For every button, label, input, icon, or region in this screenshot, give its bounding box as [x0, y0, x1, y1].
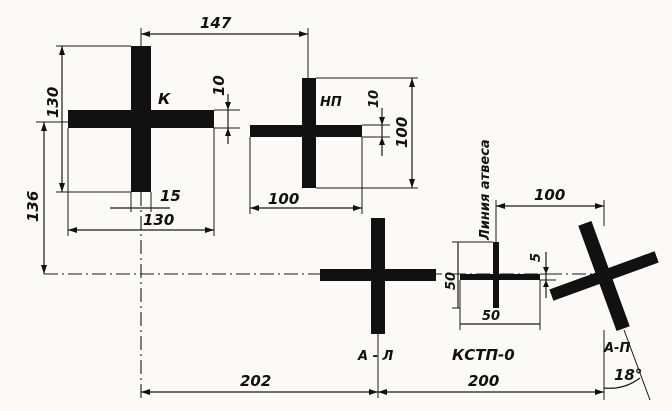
cross-np-horizontal-bar — [250, 125, 362, 137]
dim-bottom-right-label: 200 — [468, 372, 499, 390]
dim-kstp-thick-label: 5 — [529, 253, 544, 262]
cross-k-label: К — [158, 90, 171, 108]
dim-kstp-width-top-label: 100 — [534, 186, 565, 204]
cross-tilted-horizontal-bar — [549, 251, 659, 301]
dim-k-thick-label: 10 — [210, 75, 228, 96]
cross-np-label: НП — [320, 95, 342, 110]
dim-kstp-height-label: 50 — [444, 272, 459, 290]
dim-np-width: 100 — [249, 137, 363, 214]
cross-tilted-label: А-П — [603, 341, 630, 356]
dim-k-height-label: 130 — [44, 87, 62, 118]
dim-top-spacing-label: 147 — [200, 14, 232, 32]
dim-k-width: 130 — [67, 128, 215, 236]
dim-np-thick-label: 10 — [367, 90, 382, 108]
dim-np-thick: 10 — [362, 90, 390, 156]
dim-k-bar-width-label: 15 — [160, 187, 181, 205]
cross-tilted — [549, 220, 659, 332]
cross-k-horizontal-bar — [68, 110, 214, 128]
dim-kstp-height: 50 — [444, 241, 493, 309]
plumb-line-label: Линия атвеса — [478, 139, 493, 241]
dim-bottom-left-label: 202 — [240, 372, 271, 390]
dim-bottom: 202 200 — [140, 192, 605, 398]
dim-np-height-label: 100 — [393, 117, 411, 148]
dim-kstp-width: 50 — [459, 280, 541, 330]
angle-indicator: 18° — [603, 329, 651, 401]
cross-kstp-horizontal-bar — [460, 274, 540, 280]
dim-np-height: 100 — [316, 77, 418, 189]
cross-al-horizontal-bar — [320, 269, 436, 281]
dim-kstp-thick: 5 — [529, 252, 556, 298]
dim-top-spacing: 147 — [140, 14, 309, 78]
angle-label: 18° — [614, 366, 642, 384]
dim-kstp-width-top: 100 — [495, 186, 605, 242]
dim-kstp-width-label: 50 — [482, 309, 500, 324]
dim-k-height: 130 — [44, 45, 131, 193]
dim-k-width-label: 130 — [143, 211, 174, 229]
dim-k-thick: 10 — [210, 75, 240, 144]
dim-k-bar-width: 15 — [110, 187, 181, 212]
cross-al-label: А - Л — [357, 349, 394, 364]
dim-offset-label: 136 — [24, 191, 42, 222]
dim-offset: 136 — [24, 121, 68, 274]
cross-kstp-label: КСТП-0 — [452, 346, 515, 364]
dim-np-width-label: 100 — [268, 190, 299, 208]
